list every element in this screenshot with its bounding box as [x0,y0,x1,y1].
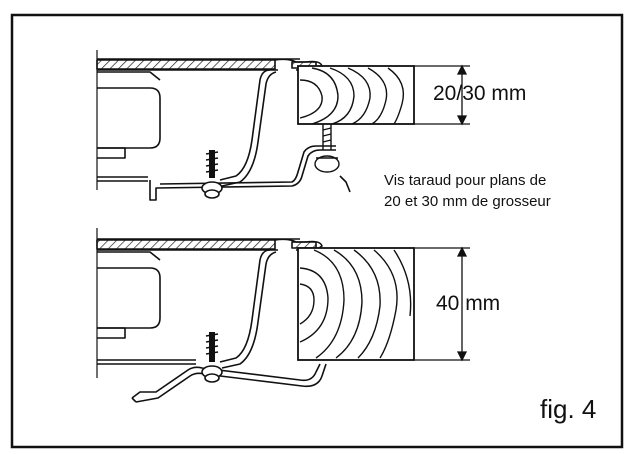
bottom-hob-plate [96,239,276,250]
top-worktop [297,65,415,193]
top-assembly [96,50,336,201]
bottom-bracket-screw [201,332,223,383]
top-hob-plate [96,59,276,70]
top-dimension-arrow [414,64,470,126]
top-bracket [219,69,271,181]
bottom-dimension-arrow [414,246,470,362]
figure-label: fig. 4 [540,394,597,424]
screw-note-line1: Vis taraud pour plans de [384,172,547,189]
bottom-assembly [96,228,327,403]
note-leader [339,175,351,193]
top-bracket-screw [201,150,223,199]
bottom-bracket [219,249,271,363]
figure-frame [10,13,624,449]
top-burner-body [97,87,161,149]
top-dimension-label: 20/30 mm [433,82,527,105]
bottom-burner-body [97,267,161,329]
worktop-screw [314,124,340,173]
bottom-worktop [297,247,415,361]
bottom-dimension-label: 40 mm [436,292,501,315]
screw-note-line2: 20 et 30 mm de grosseur [384,193,551,210]
